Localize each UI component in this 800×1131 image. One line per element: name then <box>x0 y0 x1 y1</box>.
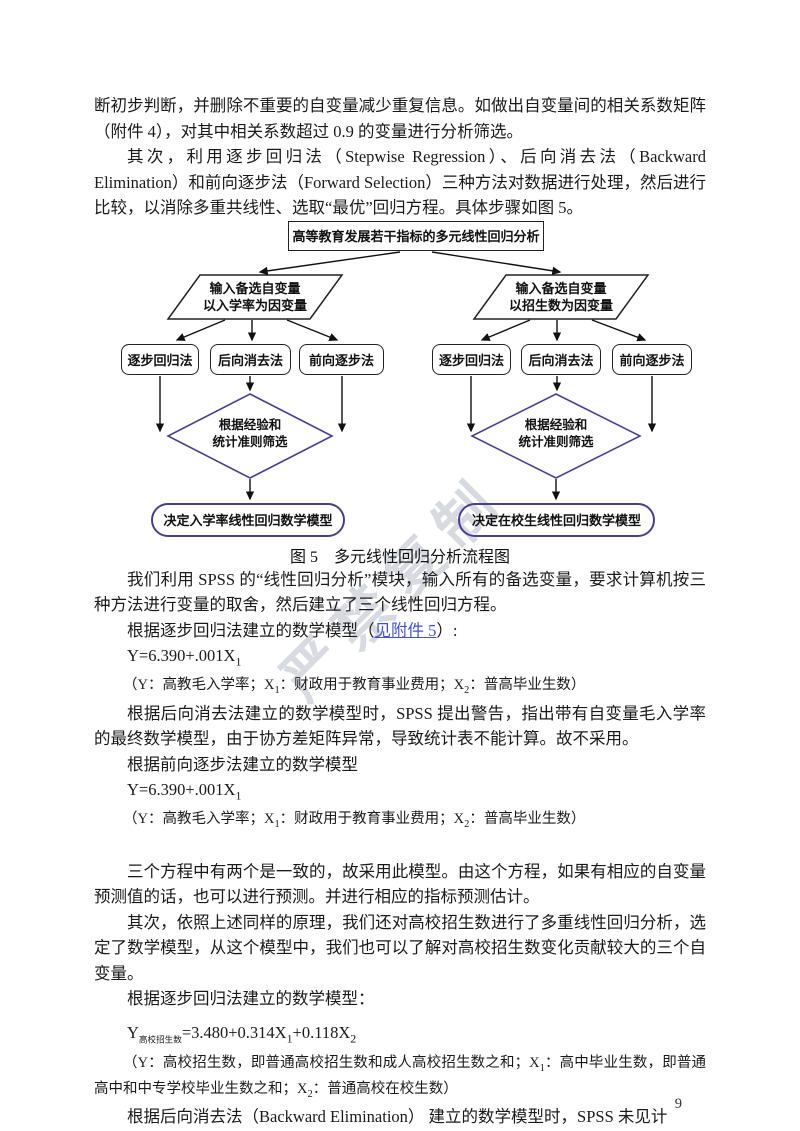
input-left-line2: 以入学率为因变量 <box>202 297 307 313</box>
input-left-line1: 输入备选自变量 <box>209 280 301 296</box>
flowchart-input-left-label: 输入备选自变量 以入学率为因变量 <box>185 280 325 314</box>
variable-note-3: （Y：高校招生数，即普通高校招生数和成人高校招生数之和；X1：高中毕业生数，即普… <box>94 1054 706 1100</box>
input-parallelogram-right <box>472 273 650 320</box>
equation-2: Y=6.390+.001X1 <box>127 780 242 803</box>
flowchart-input-right-label: 输入备选自变量 以招生数为因变量 <box>491 280 631 314</box>
decision-left-line2: 统计准则筛选 <box>212 434 288 449</box>
decision-left-label: 根据经验和 统计准则筛选 <box>175 417 325 451</box>
input-right-line2: 以招生数为因变量 <box>508 297 613 313</box>
method-box-stepwise-left: 逐步回归法 <box>121 343 199 375</box>
method-box-forward-right: 前向逐步法 <box>612 343 692 375</box>
equation-1: Y=6.390+.001X1 <box>127 646 242 669</box>
paragraph-forward-model: 根据前向逐步法建立的数学模型 <box>127 754 358 774</box>
paragraph-spss: 我们利用 SPSS 的“线性回归分析”模块，输入所有的备选变量，要求计算机按三种… <box>94 569 706 615</box>
paragraph-correlation-matrix: 断初步判断，并删除不重要的自变量减少重复信息。如做出自变量间的相关系数矩阵（附件… <box>94 96 706 141</box>
equation-3: Y高校招生数=3.480+0.314X1+0.118X2 <box>127 1022 357 1046</box>
method-box-backward-left: 后向消去法 <box>210 343 291 375</box>
paragraph-backward-elimination: 根据后向消去法（Backward Elimination） 建立的数学模型时，S… <box>127 1107 668 1127</box>
variable-note-2: （Y：高教毛入学率；X1：财政用于教育事业费用；X2：普高毕业生数） <box>123 810 586 830</box>
decision-right-label: 根据经验和 统计准则筛选 <box>481 417 631 451</box>
input-right-line1: 输入备选自变量 <box>515 280 607 296</box>
flowchart-connectors <box>155 250 657 500</box>
decision-left-line1: 根据经验和 <box>218 417 282 432</box>
result-oval-right: 决定在校生线性回归数学模型 <box>458 502 655 537</box>
paragraph-enrollment-regression: 其次，依照上述同样的原理，我们还对高校招生数进行了多重线性回归分析，选定了数学模… <box>94 912 706 983</box>
decision-right-line1: 根据经验和 <box>524 417 588 432</box>
figure-caption: 图 5 多元线性回归分析流程图 <box>289 548 510 566</box>
paragraph-backward-warning: 根据后向消去法建立的数学模型时，SPSS 提出警告，指出带有自变量毛入学率的最终… <box>94 703 706 749</box>
paragraph-stepwise-model: 根据逐步回归法建立的数学模型（见附件 5）: <box>94 618 706 644</box>
stepwise-intro-pre: 根据逐步回归法建立的数学模型（ <box>127 620 375 640</box>
method-box-stepwise-right: 逐步回归法 <box>432 343 511 375</box>
page-number: 9 <box>674 1096 682 1112</box>
decision-right-line2: 统计准则筛选 <box>518 434 594 449</box>
input-parallelogram-left <box>166 273 344 320</box>
attachment-5-link[interactable]: 见附件 5 <box>374 620 437 640</box>
decision-diamond-left <box>166 392 334 479</box>
decision-diamond-right <box>470 392 642 479</box>
method-box-backward-right: 后向消去法 <box>521 343 601 375</box>
paragraph-consistent-model: 三个方程中有两个是一致的，故采用此模型。由这个方程，如果有相应的自变量预测值的话… <box>94 861 706 907</box>
method-box-forward-left: 前向逐步法 <box>299 343 384 375</box>
flowchart-figure: 高等教育发展若干指标的多元线性回归分析 输入备选自变量 以入学率为因变量 输入备… <box>0 220 800 567</box>
flowchart-title-box: 高等教育发展若干指标的多元线性回归分析 <box>288 220 544 251</box>
stepwise-intro-post: ）: <box>436 620 458 640</box>
paragraph-stepwise-model-colon: 根据逐步回归法建立的数学模型： <box>127 989 375 1009</box>
variable-note-1: （Y：高教毛入学率；X1：财政用于教育事业费用；X2：普高毕业生数） <box>123 676 586 696</box>
paragraph-three-methods: 其次，利用逐步回归法（Stepwise Regression）、后向消去法（Ba… <box>94 147 706 217</box>
result-oval-left: 决定入学率线性回归数学模型 <box>151 502 345 537</box>
